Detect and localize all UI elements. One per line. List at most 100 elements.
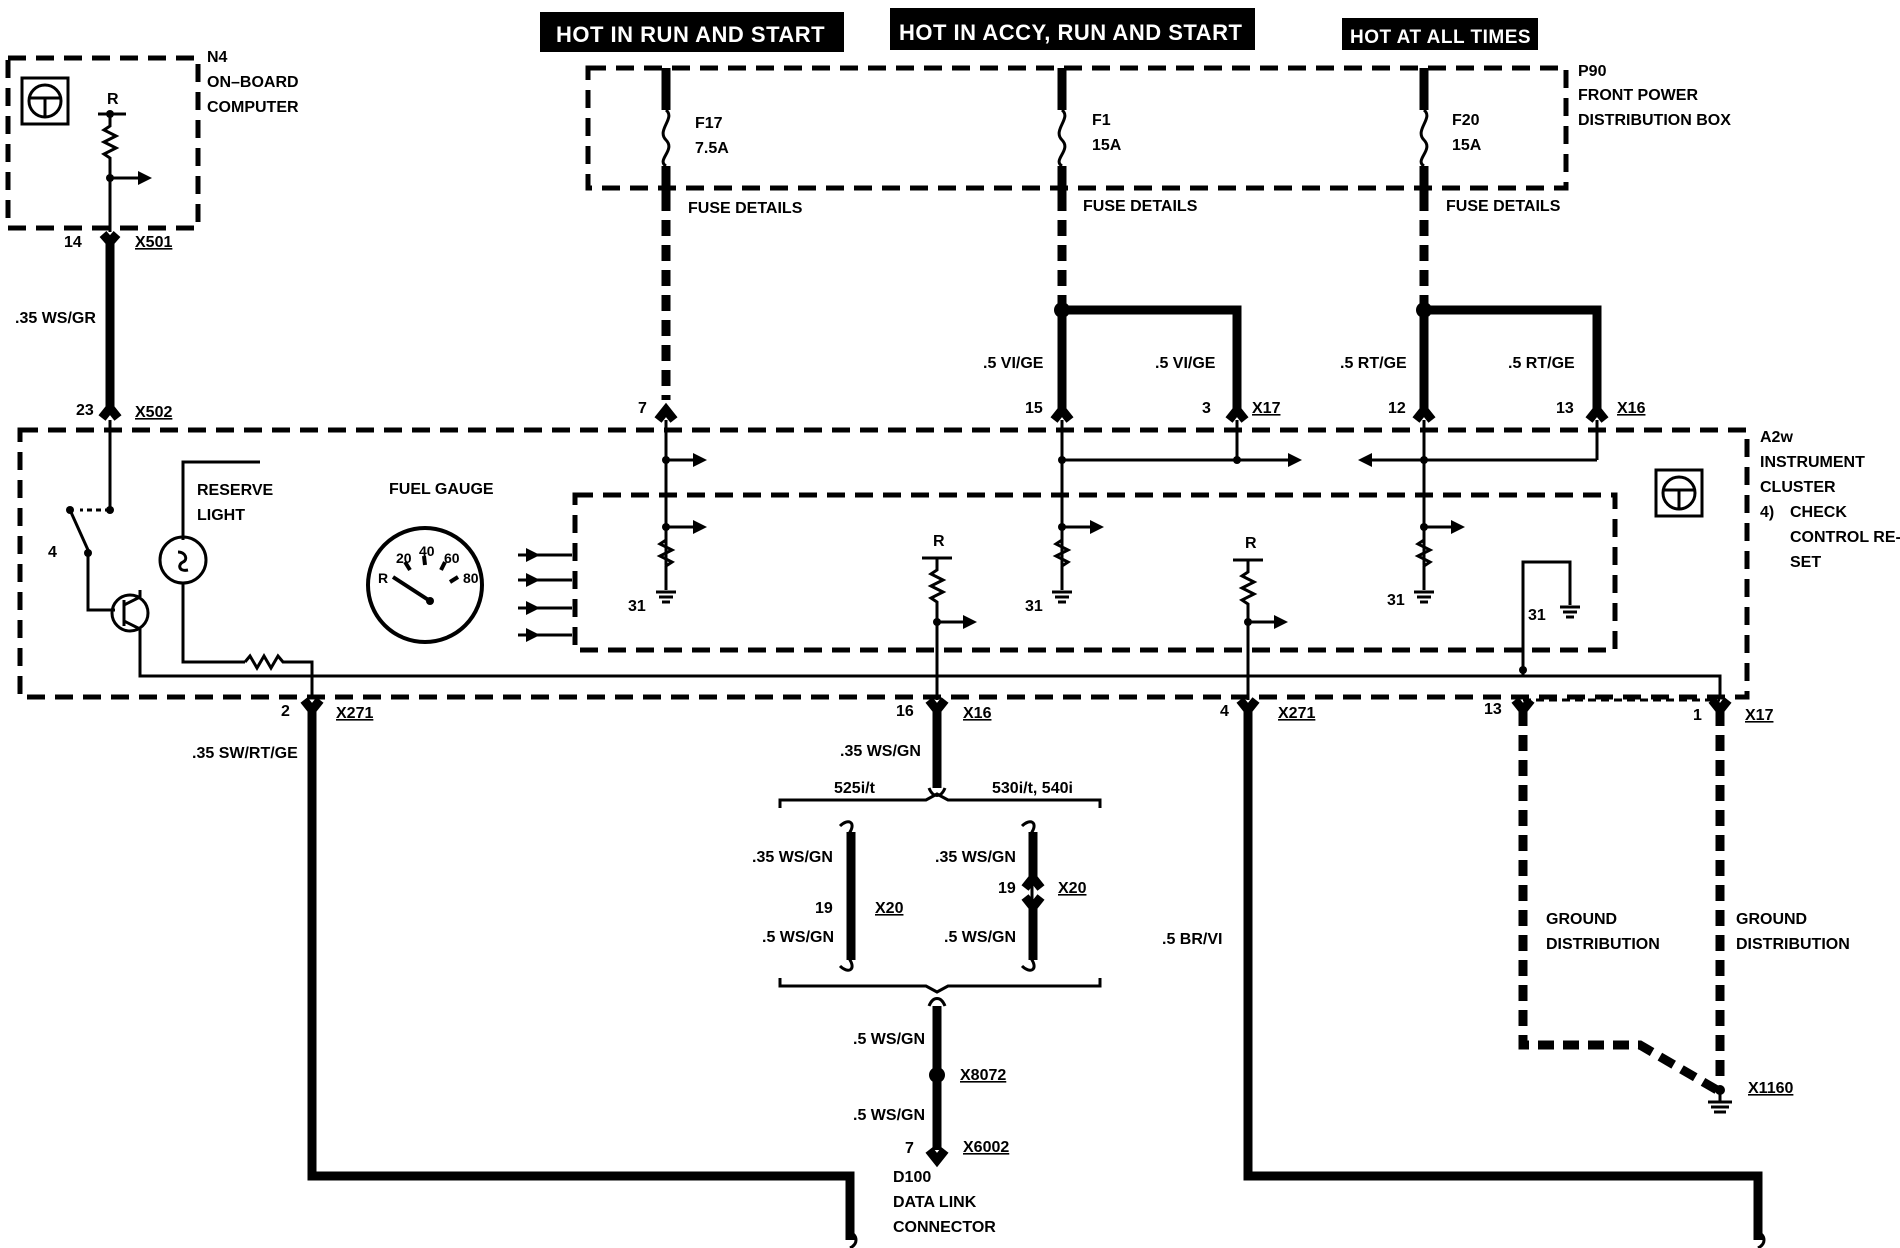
header-accy-bg <box>890 8 1255 50</box>
reserve-light-line1: RESERVE <box>197 482 274 499</box>
pin-4-x271: 4 <box>1220 703 1229 720</box>
gauge-tick-r: R <box>378 570 388 586</box>
connector-x17-top: X17 <box>1252 400 1281 417</box>
gauge-tick-60: 60 <box>444 550 460 566</box>
pin-14: 14 <box>64 234 82 251</box>
a2w-line5: SET <box>1790 554 1821 571</box>
x20-left-pin: 19 <box>815 900 833 917</box>
r-label-x271: R <box>1245 535 1257 552</box>
pin-7-d100: 7 <box>905 1140 914 1157</box>
ground-dist-right-1: GROUND <box>1736 911 1807 928</box>
r-label-x16: R <box>933 533 945 550</box>
a2w-line1: INSTRUMENT <box>1760 454 1865 471</box>
d100-line1: DATA LINK <box>893 1194 977 1211</box>
header-all-times-bg <box>1342 18 1538 50</box>
a2w-id: A2w <box>1760 429 1793 446</box>
pin-2: 2 <box>281 703 290 720</box>
ground-symbol-check <box>1560 605 1580 619</box>
p90-line2: DISTRIBUTION BOX <box>1578 112 1731 129</box>
ground-dist-left-2: DISTRIBUTION <box>1546 936 1660 953</box>
a2w-line4: CONTROL RE- <box>1790 529 1900 546</box>
x20-left-top-wire: .35 WS/GN <box>752 849 833 866</box>
wire-sw-rt-ge: .35 SW/RT/GE <box>192 745 298 762</box>
connector-x271-left: X271 <box>336 705 373 722</box>
variant-left: 525i/t <box>834 780 876 797</box>
ground-symbol-12 <box>1414 590 1434 604</box>
fuse-f1-rating: 15A <box>1092 137 1122 154</box>
connector-x502: X502 <box>135 404 172 421</box>
pin-31-b: 31 <box>1025 598 1043 615</box>
n4-r-label: R <box>107 91 119 108</box>
steering-wheel-icon-cluster <box>1661 475 1697 511</box>
fuse-f20-id: F20 <box>1452 112 1480 129</box>
variant-right: 530i/t, 540i <box>992 780 1073 797</box>
x20-left-connector: X20 <box>875 900 904 917</box>
fuse-f17-rating: 7.5A <box>695 140 729 157</box>
bulb-icon <box>158 535 208 585</box>
n4-line2: COMPUTER <box>207 99 299 116</box>
transistor-icon <box>110 593 150 633</box>
wire-ws-gr: .35 WS/GR <box>15 310 96 327</box>
fuel-gauge-label: FUEL GAUGE <box>389 481 494 498</box>
p90-id: P90 <box>1578 63 1607 80</box>
fuse-f17-details: FUSE DETAILS <box>688 200 803 217</box>
fuse-f20-rating: 15A <box>1452 137 1482 154</box>
fuse-f17-id: F17 <box>695 115 723 132</box>
a2w-line2: CLUSTER <box>1760 479 1836 496</box>
n4-icon-frame <box>20 76 70 126</box>
n4-box <box>5 55 201 231</box>
header-all-times: HOT AT ALL TIMES <box>1350 27 1531 48</box>
connector-x8072: X8072 <box>960 1067 1006 1084</box>
pin-23: 23 <box>76 402 94 419</box>
pin-13-x17: 13 <box>1484 701 1502 718</box>
gauge-signal-arrows <box>518 548 572 642</box>
connector-x16-top: X16 <box>1617 400 1646 417</box>
d100-line2: CONNECTOR <box>893 1219 996 1236</box>
connector-x1160: X1160 <box>1748 1080 1793 1097</box>
pin-31-c: 31 <box>1387 592 1405 609</box>
connector-x501: X501 <box>135 234 172 251</box>
wire-ws-gn-5-b: .5 WS/GN <box>853 1107 925 1124</box>
pin-12: 12 <box>1388 400 1406 417</box>
pin-7: 7 <box>638 400 647 417</box>
reserve-light-line2: LIGHT <box>197 507 245 524</box>
fuse-f20-details: FUSE DETAILS <box>1446 198 1561 215</box>
pin-1: 1 <box>1693 707 1702 724</box>
d100-id: D100 <box>893 1169 931 1186</box>
x20-right-connector: X20 <box>1058 880 1087 897</box>
a2w-line3: CHECK <box>1790 504 1847 521</box>
fuel-gauge-dial <box>366 526 484 644</box>
wire-vi-ge-left: .5 VI/GE <box>983 355 1044 372</box>
pin-31-d: 31 <box>1528 607 1546 624</box>
x20-right-pin: 19 <box>998 880 1016 897</box>
header-run-start-bg <box>540 12 844 52</box>
a2w-icon-frame <box>1654 468 1704 518</box>
pin-16: 16 <box>896 703 914 720</box>
ground-symbol-7 <box>656 590 676 604</box>
wire-vi-ge-right: .5 VI/GE <box>1155 355 1216 372</box>
p90-line1: FRONT POWER <box>1578 87 1698 104</box>
wire-rt-ge-left: .5 RT/GE <box>1340 355 1407 372</box>
a2w-note-num: 4) <box>1760 504 1774 521</box>
fuse-f1-details: FUSE DETAILS <box>1083 198 1198 215</box>
pin-3: 3 <box>1202 400 1211 417</box>
p90-box <box>585 65 1569 191</box>
pin-15: 15 <box>1025 400 1043 417</box>
n4-id: N4 <box>207 49 228 66</box>
x20-right-top-wire: .35 WS/GN <box>935 849 1016 866</box>
wire-ws-gn-35-top: .35 WS/GN <box>840 743 921 760</box>
wire-ws-gn-5-a: .5 WS/GN <box>853 1031 925 1048</box>
gauge-tick-80: 80 <box>463 570 479 586</box>
wire-br-vi: .5 BR/VI <box>1162 931 1222 948</box>
pin-13: 13 <box>1556 400 1574 417</box>
header-accy-run-start: HOT IN ACCY, RUN AND START <box>899 20 1242 45</box>
header-run-start: HOT IN RUN AND START <box>556 22 825 47</box>
wire-rt-ge-right: .5 RT/GE <box>1508 355 1575 372</box>
steering-wheel-icon <box>27 83 63 119</box>
ground-symbol-15 <box>1052 590 1072 604</box>
pin-31-a: 31 <box>628 598 646 615</box>
x20-right-bottom-wire: .5 WS/GN <box>944 929 1016 946</box>
ground-dist-right-2: DISTRIBUTION <box>1736 936 1850 953</box>
